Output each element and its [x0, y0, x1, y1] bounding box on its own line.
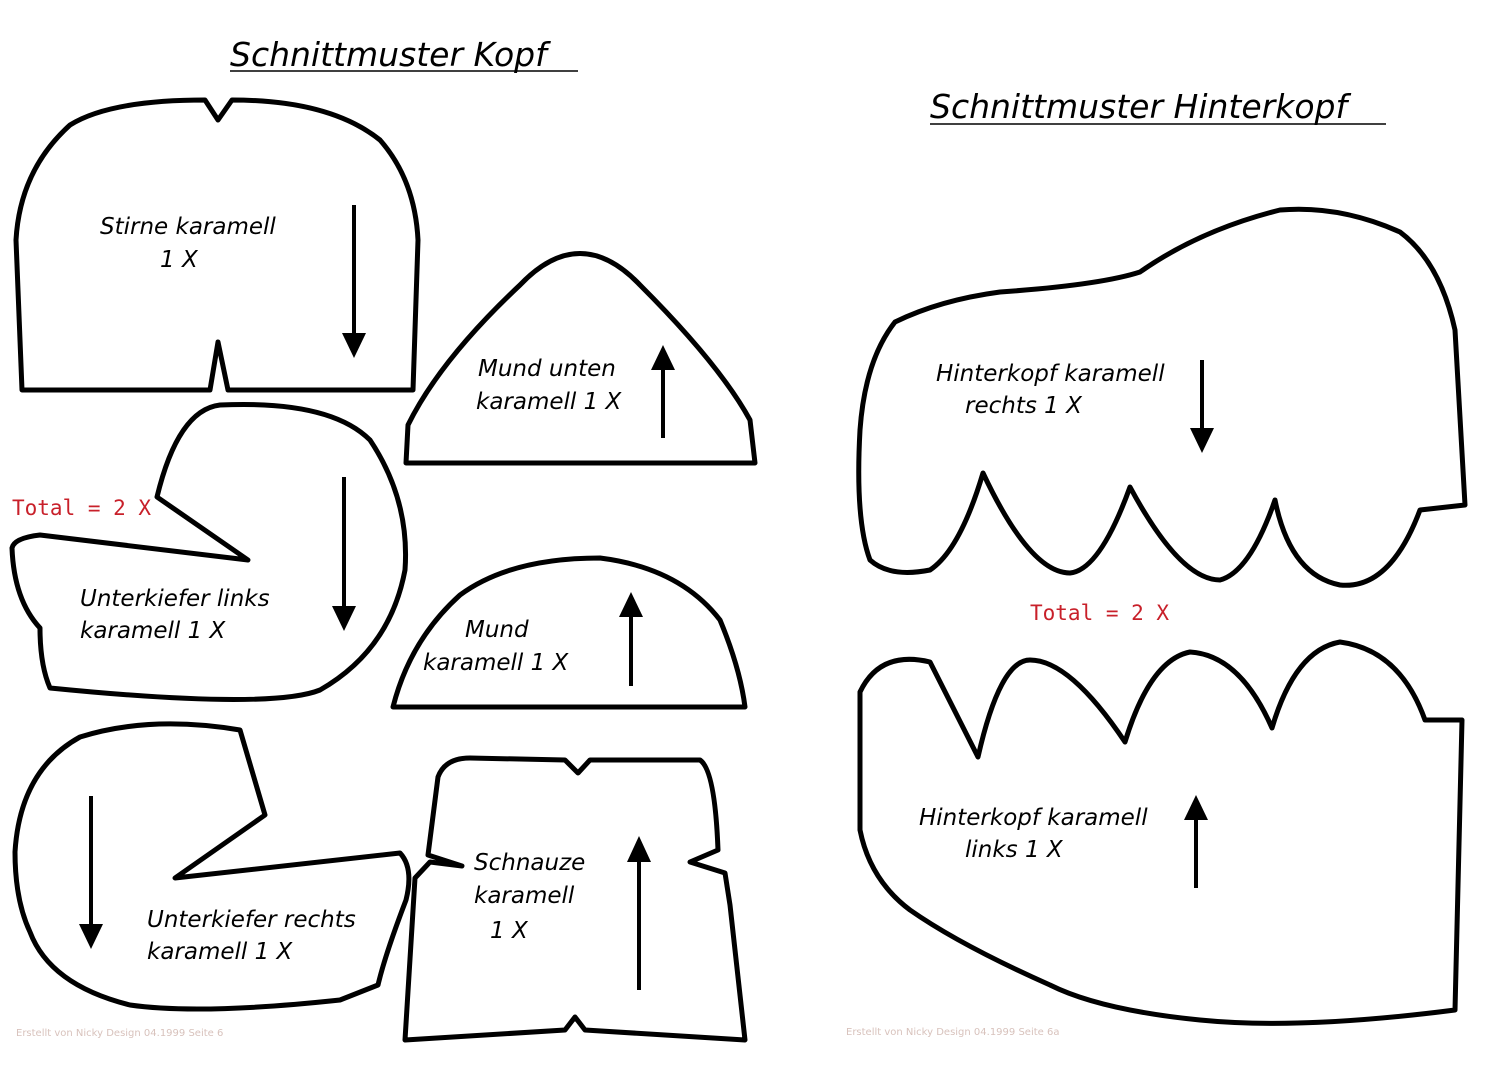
label-mund: Mund [465, 617, 529, 643]
grain-arrow-down [1190, 360, 1214, 453]
total-right: Total = 2 X [1030, 601, 1169, 625]
label-mund-unten: Mund unten [478, 356, 616, 382]
label-unterkiefer-links: Unterkiefer links [80, 586, 270, 612]
title-hinterkopf: Schnittmuster Hinterkopf [930, 87, 1351, 126]
label-stirne-qty: 1 X [160, 247, 199, 273]
label-schnauze-qty: 1 X [490, 918, 529, 944]
label-hinterkopf-rechts-qty: rechts 1 X [965, 393, 1083, 419]
grain-arrow-up [651, 345, 675, 438]
grain-arrow-down [79, 796, 103, 949]
total-left: Total = 2 X [12, 496, 151, 520]
label-hinterkopf-rechts: Hinterkopf karamell [936, 361, 1165, 387]
label-hinterkopf-links-qty: links 1 X [965, 837, 1064, 863]
piece-mund-unten [403, 251, 758, 466]
label-unterkiefer-rechts-qty: karamell 1 X [147, 939, 294, 965]
label-mund-qty: karamell 1 X [423, 650, 570, 676]
piece-hinterkopf-rechts [856, 206, 1468, 588]
label-unterkiefer-links-qty: karamell 1 X [80, 618, 227, 644]
footer-right: Erstellt von Nicky Design 04.1999 Seite … [846, 1027, 1059, 1038]
label-hinterkopf-links: Hinterkopf karamell [919, 805, 1148, 831]
grain-arrow-down [342, 205, 366, 358]
grain-arrow-up [1184, 795, 1208, 888]
title-kopf: Schnittmuster Kopf [230, 35, 551, 74]
label-stirne: Stirne karamell [100, 214, 276, 240]
grain-arrow-up [619, 592, 643, 686]
piece-hinterkopf-links [857, 639, 1465, 1026]
piece-unterkiefer-links [9, 401, 409, 703]
label-schnauze-material: karamell [474, 883, 575, 909]
footer-left: Erstellt von Nicky Design 04.1999 Seite … [16, 1028, 223, 1039]
label-mund-unten-qty: karamell 1 X [476, 389, 623, 415]
piece-schnauze [402, 755, 748, 1043]
piece-unterkiefer-rechts [12, 721, 412, 1012]
grain-arrow-down [332, 477, 356, 631]
label-unterkiefer-rechts: Unterkiefer rechts [147, 907, 356, 933]
piece-stirne [13, 97, 421, 393]
piece-mund [390, 555, 748, 710]
grain-arrow-up [627, 836, 651, 990]
label-schnauze: Schnauze [474, 850, 585, 876]
